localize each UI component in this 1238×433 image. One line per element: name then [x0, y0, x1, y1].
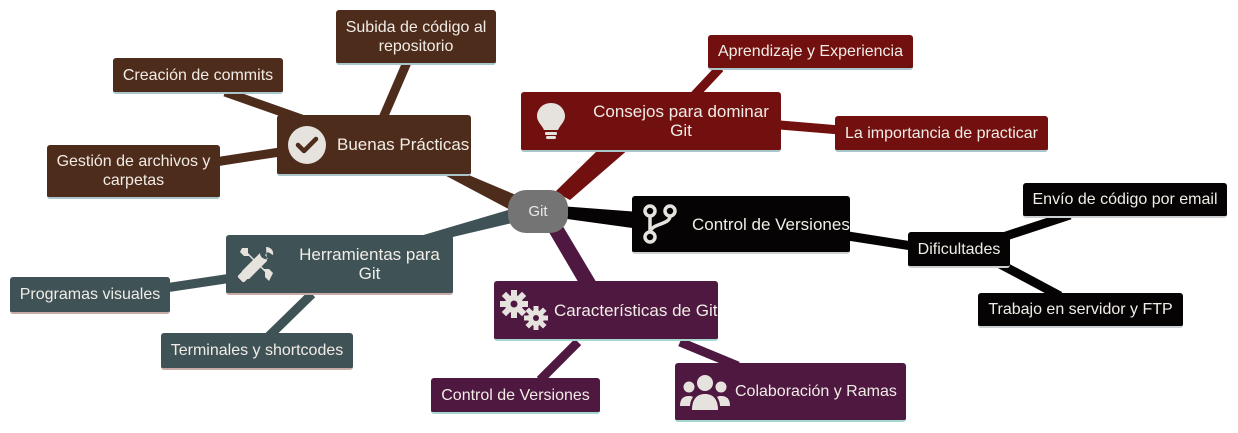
branch-label: Características de Git [554, 300, 718, 320]
git-branch-icon [643, 204, 677, 244]
users-icon [680, 374, 730, 410]
leaf-label: Terminales y shortcodes [170, 342, 344, 359]
edge-herramientas-visuales [164, 273, 233, 293]
edge-dificultades-ftp [997, 260, 1063, 300]
edge-dificultades-email [998, 210, 1072, 243]
gears-icon [500, 290, 548, 330]
leaf-servidor-ftp[interactable]: Trabajo en servidor y FTP [978, 293, 1183, 328]
leaf-aprendizaje[interactable]: Aprendizaje y Experiencia [708, 35, 913, 70]
leaf-label: Subida de código al repositorio [345, 18, 487, 55]
edge-herramientas-terminales [264, 290, 316, 341]
leaf-colaboracion-ramas[interactable]: Colaboración y Ramas [675, 363, 906, 422]
leaf-label: Envío de código por email [1032, 191, 1218, 208]
root-label: Git [528, 203, 548, 220]
edge-root-buenas [435, 168, 528, 214]
edge-caract-colab [678, 337, 740, 371]
edge-consejos-practicar [779, 120, 841, 135]
leaf-label: Control de Versiones [441, 386, 590, 404]
check-circle-icon [288, 125, 326, 164]
node-dificultades[interactable]: Dificultades [908, 232, 1010, 268]
leaf-subida-codigo[interactable]: Subida de código al repositorio [336, 10, 496, 65]
leaf-control-versiones[interactable]: Control de Versiones [431, 378, 600, 414]
edge-control-dificultades [847, 231, 913, 251]
leaf-label: Aprendizaje y Experiencia [718, 43, 903, 60]
branch-label: Consejos para dominar Git [593, 102, 769, 140]
edge-root-consejos [555, 148, 630, 200]
branch-label: Herramientas para Git [299, 245, 440, 283]
branch-label: Buenas Prácticas [337, 135, 470, 154]
edge-buenas-gestion [214, 147, 281, 167]
leaf-label: Colaboración y Ramas [735, 383, 897, 400]
leaf-gestion-archivos[interactable]: Gestión de archivos y carpetas [47, 145, 220, 199]
edge-root-caracteristicas [543, 218, 598, 285]
edge-root-herramientas [420, 208, 525, 240]
leaf-label: La importancia de practicar [845, 124, 1038, 142]
leaf-creacion-commits[interactable]: Creación de commits [113, 58, 283, 94]
branch-caracteristicas[interactable]: Características de Git [494, 281, 718, 341]
branch-consejos[interactable]: Consejos para dominar Git [521, 92, 781, 152]
branch-control-versiones[interactable]: Control de Versiones [632, 196, 850, 254]
leaf-label: Creación de commits [122, 66, 274, 84]
leaf-label: Dificultades [917, 240, 1001, 258]
leaf-programas-visuales[interactable]: Programas visuales [10, 277, 170, 314]
leaf-label: Programas visuales [19, 286, 161, 303]
leaf-terminales-shortcodes[interactable]: Terminales y shortcodes [161, 333, 353, 370]
leaf-label: Trabajo en servidor y FTP [988, 301, 1173, 318]
edge-caract-control [536, 338, 582, 384]
branch-herramientas[interactable]: Herramientas para Git [226, 235, 453, 295]
tools-icon [237, 247, 274, 283]
branch-buenas-practicas[interactable]: Buenas Prácticas [277, 115, 471, 176]
edge-buenas-subida [378, 58, 413, 120]
leaf-importancia-practicar[interactable]: La importancia de practicar [835, 116, 1048, 152]
edge-root-control [560, 206, 640, 229]
leaf-envio-email[interactable]: Envío de código por email [1023, 183, 1227, 218]
lightbulb-icon [537, 103, 565, 139]
branch-label: Control de Versiones [692, 214, 850, 234]
root-node[interactable]: Git [508, 190, 568, 233]
leaf-label: Gestión de archivos y carpetas [56, 153, 211, 189]
